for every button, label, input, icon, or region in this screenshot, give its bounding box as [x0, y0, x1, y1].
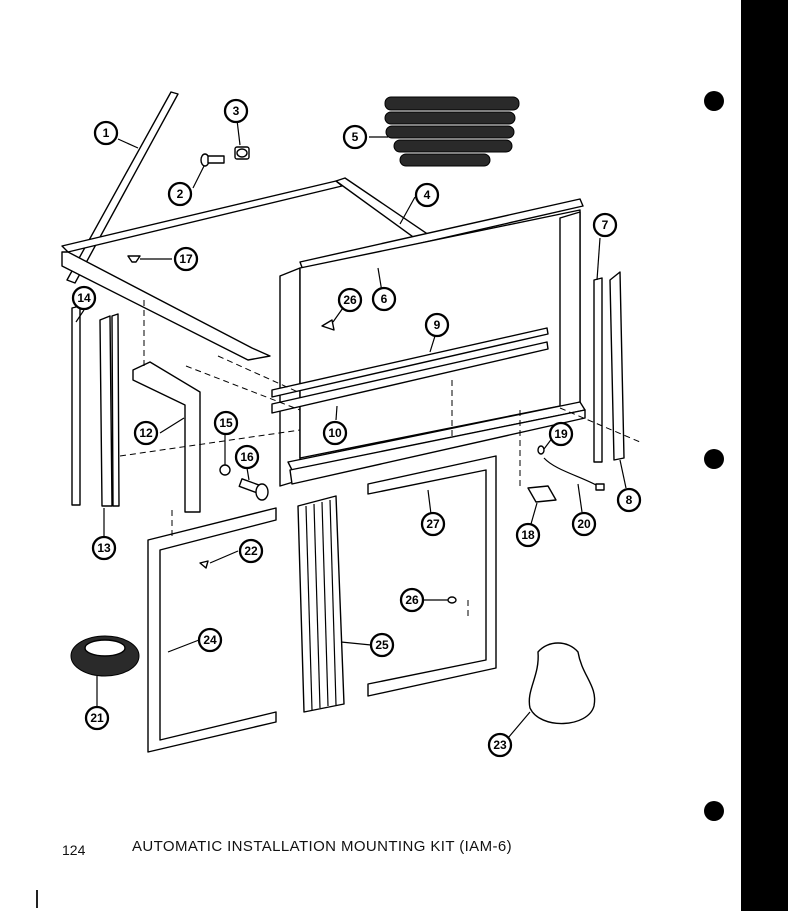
part-9-10-rails — [271, 327, 549, 414]
callout-13-label: 13 — [97, 541, 111, 555]
callouts: 1 2 3 4 5 6 7 8 9 10 12 13 14 15 16 17 1… — [71, 98, 642, 758]
callout-24: 24 — [197, 627, 223, 653]
callout-18: 18 — [515, 522, 541, 548]
binder-hole-middle — [704, 449, 724, 469]
callout-1-label: 1 — [103, 126, 110, 140]
part-21-foam-roll — [70, 635, 140, 677]
callout-2-label: 2 — [177, 187, 184, 201]
callout-10: 10 — [322, 420, 348, 446]
callout-8-label: 8 — [626, 493, 633, 507]
part-12-bracket — [132, 361, 201, 513]
callout-26-lower-label: 26 — [405, 593, 419, 607]
callout-1: 1 — [93, 120, 119, 146]
callout-9-label: 9 — [434, 318, 441, 332]
callout-21-label: 21 — [90, 711, 104, 725]
assembly-guide-lines — [119, 300, 641, 620]
binder-hole-top — [704, 91, 724, 111]
callout-27: 27 — [420, 511, 446, 537]
callout-16-label: 16 — [240, 450, 254, 464]
callout-4-label: 4 — [424, 188, 431, 202]
callout-5-label: 5 — [352, 130, 359, 144]
part-1-rod — [66, 91, 179, 284]
small-hardware — [127, 255, 457, 604]
callout-17: 17 — [173, 246, 199, 272]
callout-6-label: 6 — [381, 292, 388, 306]
callout-8: 8 — [616, 487, 642, 513]
callout-20: 20 — [571, 511, 597, 537]
part-5-foam-seal — [384, 96, 520, 167]
callout-26-upper: 26 — [337, 287, 363, 313]
scan-edge-band — [741, 0, 788, 911]
page-caption: AUTOMATIC INSTALLATION MOUNTING KIT (IAM… — [132, 838, 512, 855]
binder-hole-bottom — [704, 801, 724, 821]
margin-tick — [36, 890, 38, 908]
callout-2: 2 — [167, 181, 193, 207]
callout-25-label: 25 — [375, 638, 389, 652]
callout-17-label: 17 — [179, 252, 193, 266]
callout-6: 6 — [371, 286, 397, 312]
callout-27-label: 27 — [426, 517, 440, 531]
callout-7-label: 7 — [602, 218, 609, 232]
part-7-8-side-angles — [593, 271, 625, 463]
callout-5: 5 — [342, 124, 368, 150]
callout-25: 25 — [369, 632, 395, 658]
callout-12-label: 12 — [139, 426, 153, 440]
part-15-16-hardware — [219, 464, 269, 501]
part-13-14-side-angles — [71, 305, 120, 507]
callout-21: 21 — [84, 705, 110, 731]
callout-12: 12 — [133, 420, 159, 446]
callout-26-lower: 26 — [399, 587, 425, 613]
callout-3: 3 — [223, 98, 249, 124]
part-18-19-20-hardware — [527, 445, 605, 503]
callout-7: 7 — [592, 212, 618, 238]
callout-23-label: 23 — [493, 738, 507, 752]
callout-26-upper-label: 26 — [343, 293, 357, 307]
callout-20-label: 20 — [577, 517, 591, 531]
part-25-accordion-panel — [297, 495, 345, 713]
callout-18-label: 18 — [521, 528, 535, 542]
callout-14: 14 — [71, 285, 97, 311]
page-number: 124 — [62, 842, 86, 858]
part-27-window-frame — [367, 455, 497, 697]
part-3-nut — [234, 146, 250, 160]
callout-4: 4 — [414, 182, 440, 208]
part-23-bag — [528, 642, 596, 725]
callout-15-label: 15 — [219, 416, 233, 430]
callout-3-label: 3 — [233, 104, 240, 118]
callout-19-label: 19 — [554, 427, 568, 441]
callout-24-label: 24 — [203, 633, 217, 647]
callout-22-label: 22 — [244, 544, 258, 558]
part-24-window-frame — [147, 507, 277, 753]
callout-19: 19 — [548, 421, 574, 447]
part-2-screw — [200, 153, 225, 167]
callout-10-label: 10 — [328, 426, 342, 440]
callout-13: 13 — [91, 535, 117, 561]
callout-14-label: 14 — [77, 291, 91, 305]
callout-16: 16 — [234, 444, 260, 470]
callout-23: 23 — [487, 732, 513, 758]
callout-22: 22 — [238, 538, 264, 564]
callout-15: 15 — [213, 410, 239, 436]
callout-9: 9 — [424, 312, 450, 338]
